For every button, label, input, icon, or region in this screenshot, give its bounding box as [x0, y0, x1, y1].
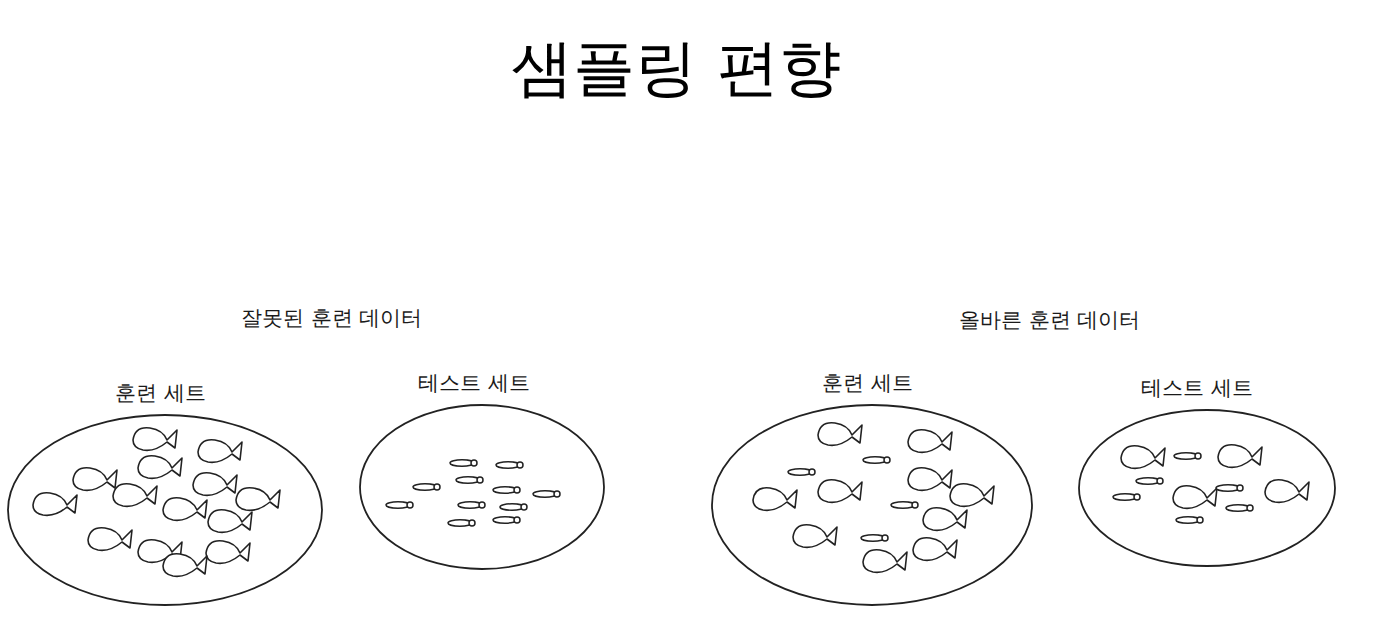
ellipse-outline — [710, 403, 1034, 607]
set-label: 테스트 세트 — [416, 369, 532, 397]
dataset-ellipse: 훈련 세트 — [6, 369, 324, 607]
ellipse-shape — [360, 405, 604, 569]
ellipse-shape — [1079, 410, 1335, 566]
ellipse-outline — [358, 403, 606, 571]
set-label: 훈련 세트 — [820, 369, 915, 397]
group-label: 잘못된 훈련 데이터 — [241, 304, 422, 332]
set-label: 훈련 세트 — [113, 379, 208, 407]
dataset-ellipse: 테스트 세트 — [1077, 374, 1337, 568]
diagram-title: 샘플링 편향 — [511, 26, 841, 110]
set-label: 테스트 세트 — [1139, 374, 1255, 402]
dataset-ellipse: 훈련 세트 — [710, 357, 1034, 607]
ellipse-outline — [1077, 408, 1337, 568]
dataset-ellipse: 테스트 세트 — [358, 369, 606, 571]
group-label: 올바른 훈련 데이터 — [959, 306, 1140, 334]
ellipse-shape — [8, 415, 322, 605]
ellipse-shape — [712, 405, 1032, 605]
ellipse-outline — [6, 413, 324, 607]
